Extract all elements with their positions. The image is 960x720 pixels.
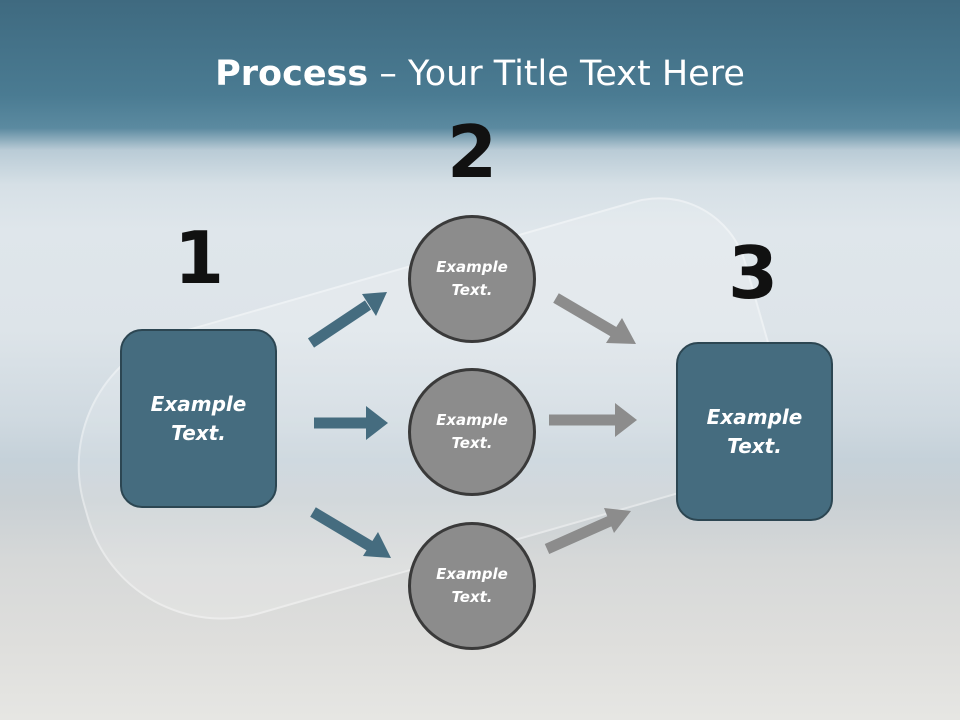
arrow-bottom-to-3 <box>544 508 631 555</box>
step-number-3: 3 <box>727 231 779 315</box>
arrow-1-to-middle <box>314 406 388 440</box>
slide-title: Process – Your Title Text Here <box>0 52 960 96</box>
step-2-circle-bottom: Example Text. <box>408 522 536 650</box>
step-2-circle-middle: Example Text. <box>408 368 536 496</box>
step-number-2: 2 <box>446 110 498 194</box>
step-2-circle-middle-label: Example Text. <box>436 411 508 452</box>
arrow-top-to-3 <box>553 293 636 344</box>
arrow-1-to-top <box>307 292 387 348</box>
title-bold: Process <box>215 54 369 94</box>
step-2-circle-top-label: Example Text. <box>436 258 508 299</box>
title-rest: – Your Title Text Here <box>368 54 745 94</box>
step-3-label: Example Text. <box>706 404 803 458</box>
step-number-1: 1 <box>173 216 225 300</box>
step-1-box: Example Text. <box>120 329 277 508</box>
step-3-box: Example Text. <box>676 342 833 521</box>
step-2-circle-bottom-label: Example Text. <box>436 565 508 606</box>
arrow-1-to-bottom <box>310 507 391 558</box>
step-1-label: Example Text. <box>150 391 247 445</box>
step-2-circle-top: Example Text. <box>408 215 536 343</box>
arrow-middle-to-3 <box>549 403 637 437</box>
